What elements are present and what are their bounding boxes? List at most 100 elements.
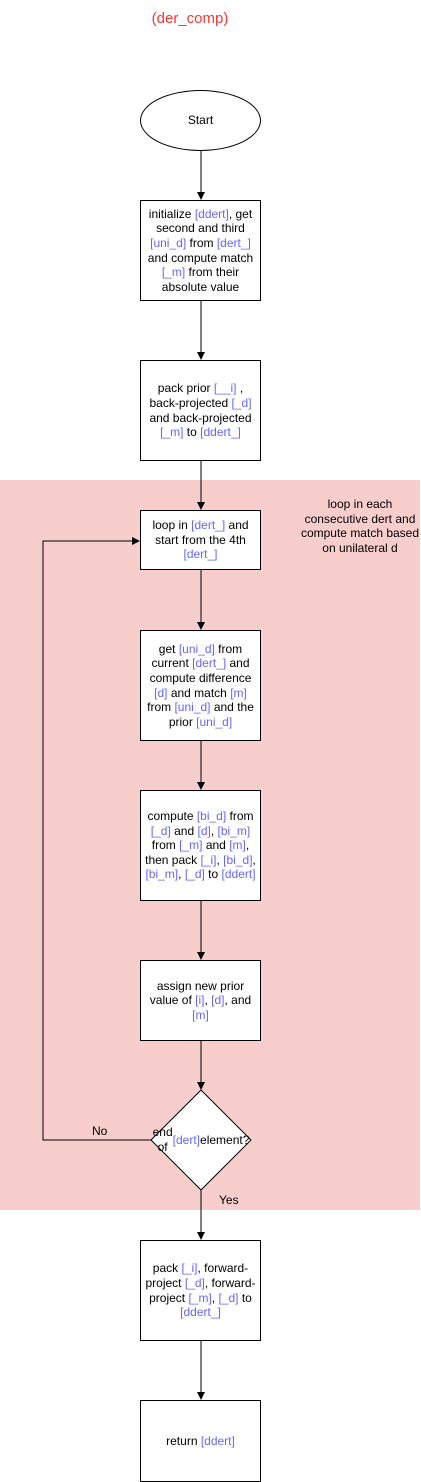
variable-ref: [ddert] — [194, 206, 229, 221]
step-text-segment: and — [202, 838, 230, 853]
step-text-segment: , — [210, 823, 218, 838]
step-text-segment: and the prior — [168, 700, 254, 729]
step-text-segment: assign new prior value of — [149, 978, 245, 1008]
assign-prior-step-text: assign new prior value of [i], [d], and … — [145, 979, 256, 1023]
step-text-segment: Start — [187, 113, 214, 128]
step-text-segment: from — [147, 700, 175, 715]
step-text-segment: , — [178, 867, 185, 882]
variable-ref: [_i] — [200, 852, 217, 867]
step-text-segment: and back-projected — [149, 410, 252, 425]
start-text: Start — [188, 113, 213, 128]
step-text-segment: from — [186, 235, 217, 250]
variable-ref: [m] — [229, 838, 246, 853]
variable-ref: [dert] — [172, 1132, 201, 1147]
variable-ref: [_m] — [160, 425, 184, 440]
step-text-segment: , and — [224, 993, 252, 1008]
step-text-segment: from their absolute value — [161, 265, 240, 294]
variable-ref: [dert_] — [216, 235, 251, 250]
decision-text: end of [dert] element? — [153, 1119, 250, 1161]
step-text-segment: element? — [200, 1132, 250, 1147]
variable-ref: [_d] — [184, 1275, 205, 1290]
edge-label-yes: Yes — [219, 1193, 239, 1207]
step-text-segment: and — [170, 823, 198, 838]
init-step-text: initialize [ddert], get second and third… — [145, 207, 256, 295]
step-text-segment: from current — [151, 641, 243, 671]
variable-ref: [ddert] — [200, 1433, 235, 1448]
step-text-segment: and match — [167, 685, 231, 700]
variable-ref: [_m] — [161, 265, 186, 280]
step-text-segment: and start from the 4th — [155, 518, 249, 547]
variable-ref: [_m] — [179, 838, 203, 853]
variable-ref: [uni_d] — [150, 235, 187, 250]
pack-forward-step-text: pack [_i], forward-project [_d], forward… — [145, 1261, 256, 1319]
variable-ref: [d] — [197, 823, 211, 838]
step-text-segment: to — [204, 867, 222, 882]
step-text-segment: get — [158, 641, 179, 656]
variable-ref: [d] — [154, 685, 168, 700]
variable-ref: [uni_d] — [174, 700, 211, 715]
variable-ref: [ddert_] — [180, 1305, 221, 1320]
step-text-segment: , — [211, 1290, 219, 1305]
step-text-segment: pack — [152, 1261, 182, 1276]
pack-prior-step-text: pack prior [__i] , back-projected [_d] a… — [145, 381, 256, 439]
step-text-segment: pack prior — [157, 381, 214, 396]
variable-ref: [i] — [195, 993, 205, 1008]
variable-ref: [m] — [230, 685, 247, 700]
get-uni-step-text: get [uni_d] from current [dert_] and com… — [145, 642, 256, 730]
step-text-segment: return — [166, 1433, 201, 1448]
variable-ref: [ddert_] — [200, 425, 241, 440]
compute-bi-step-box: compute [bi_d] from [_d] and [d], [bi_m]… — [140, 790, 261, 901]
get-uni-step-box: get [uni_d] from current [dert_] and com… — [140, 630, 261, 741]
step-text-segment: and compute difference — [149, 656, 252, 685]
step-text-segment: end of — [152, 1125, 173, 1154]
step-text-segment: , get second and third — [156, 206, 253, 236]
compute-bi-step-text: compute [bi_d] from [_d] and [d], [bi_m]… — [145, 809, 256, 882]
loop-start-step-text: loop in [dert_] and start from the 4th [… — [145, 518, 256, 562]
edge-label-no: No — [92, 1124, 108, 1138]
step-text-segment: to — [238, 1290, 252, 1305]
variable-ref: [bi_m] — [217, 823, 251, 838]
step-text-segment: , forward-project — [145, 1261, 249, 1290]
init-step-box: initialize [ddert], get second and third… — [140, 200, 261, 301]
loop-annotation: loop in each consecutive dert and comput… — [300, 497, 420, 555]
step-text-segment: initialize — [148, 206, 195, 221]
variable-ref: [_d] — [184, 867, 205, 882]
variable-ref: [bi_d] — [223, 852, 253, 867]
start-terminal: Start — [140, 90, 261, 151]
variable-ref: [_d] — [218, 1290, 239, 1305]
variable-ref: [uni_d] — [178, 641, 215, 656]
step-text-segment: to — [183, 425, 201, 440]
variable-ref: [bi_m] — [145, 867, 179, 882]
diagram-title: (der_comp) — [151, 10, 229, 27]
return-step-box: return [ddert] — [140, 1400, 261, 1482]
step-text-segment: loop in — [152, 518, 192, 533]
variable-ref: [dert_] — [191, 518, 226, 533]
step-text-segment: and compute match — [147, 250, 254, 265]
variable-ref: [__i] — [213, 381, 237, 396]
variable-ref: [ddert] — [221, 867, 256, 882]
loop-start-step-box: loop in [dert_] and start from the 4th [… — [140, 510, 261, 570]
variable-ref: [bi_d] — [196, 809, 227, 824]
step-text-segment: , back-projected — [149, 381, 244, 410]
variable-ref: [d] — [211, 993, 225, 1008]
variable-ref: [_d] — [231, 395, 252, 410]
variable-ref: [_d] — [150, 823, 171, 838]
variable-ref: [_i] — [181, 1261, 198, 1276]
step-text-segment: , forward-project — [149, 1275, 256, 1305]
pack-prior-step-box: pack prior [__i] , back-projected [_d] a… — [140, 360, 261, 461]
pack-forward-step-box: pack [_i], forward-project [_d], forward… — [140, 1240, 261, 1341]
step-text-segment: , — [252, 852, 256, 867]
step-text-segment: , — [216, 852, 224, 867]
variable-ref: [uni_d] — [196, 714, 233, 729]
step-text-segment: , then pack — [145, 838, 250, 867]
variable-ref: [dert_] — [192, 656, 227, 671]
assign-prior-step-box: assign new prior value of [i], [d], and … — [140, 960, 261, 1041]
return-step-text: return [ddert] — [166, 1434, 235, 1449]
variable-ref: [dert_] — [183, 547, 218, 562]
step-text-segment: from — [226, 809, 254, 824]
step-text-segment: , — [204, 993, 212, 1008]
variable-ref: [m] — [192, 1007, 209, 1022]
step-text-segment: from — [151, 838, 180, 853]
step-text-segment: compute — [147, 809, 197, 824]
variable-ref: [_m] — [188, 1290, 212, 1305]
